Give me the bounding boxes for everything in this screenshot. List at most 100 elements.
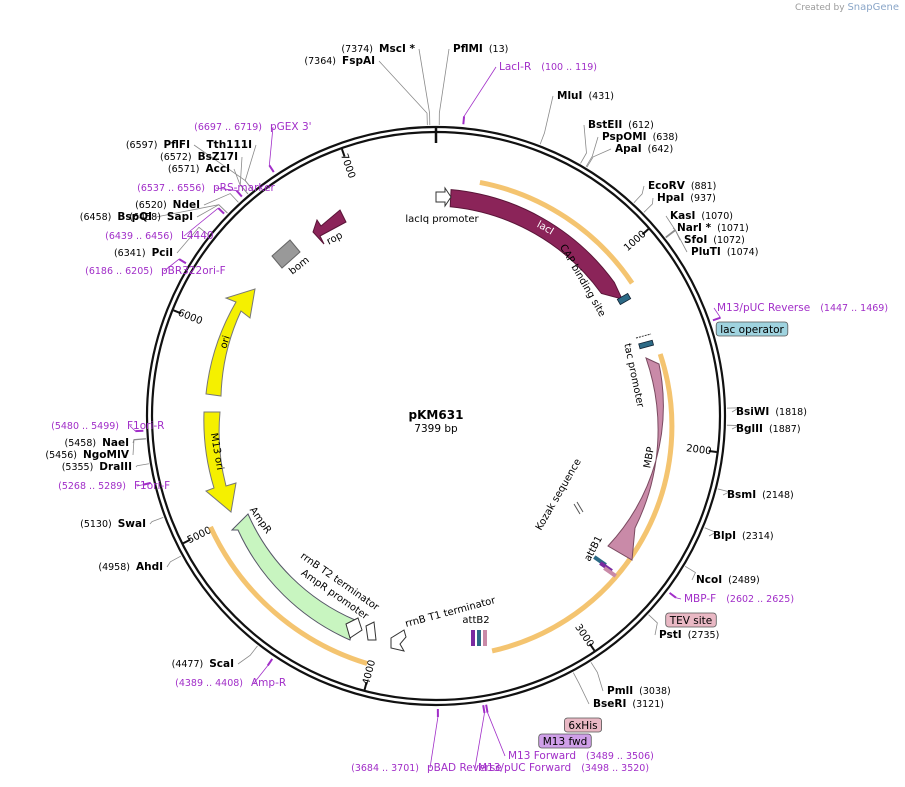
site-name: NcoI (696, 574, 722, 586)
bom-box[interactable] (271, 239, 301, 269)
site-label[interactable]: NdeI(6520) (135, 199, 200, 211)
tac-promoter-label: tac promoter (621, 342, 645, 409)
site-label[interactable]: BsZ17I(6572) (160, 151, 238, 163)
primer-line (215, 187, 237, 191)
cap-site-box[interactable] (616, 292, 632, 306)
site-label[interactable]: NcoI(2489) (696, 574, 760, 586)
site-label[interactable]: DraIII(5355) (62, 461, 132, 473)
plasmid-length: 7399 bp (414, 423, 458, 435)
site-label[interactable]: HpaI(937) (657, 192, 716, 204)
mbp-arrow[interactable] (607, 357, 664, 561)
boxed-feature-label[interactable]: 6xHis (564, 717, 602, 733)
boxed-feature-label[interactable]: TEV site (665, 612, 717, 628)
site-label[interactable]: BsiWI(1818) (736, 406, 807, 418)
site-name: BspQI (117, 211, 152, 223)
primer-label[interactable]: F1ori-R(5480 .. 5499) (51, 420, 164, 432)
attB2-label: attB2 (462, 615, 489, 626)
site-label[interactable]: SwaI(5130) (80, 518, 146, 530)
site-position: (638) (653, 132, 679, 143)
primer-label[interactable]: F1ori-F(5268 .. 5289) (58, 480, 170, 492)
site-label[interactable]: NarI *(1071) (677, 222, 749, 234)
site-line (585, 136, 599, 167)
site-label[interactable]: SapI(6458) (129, 211, 193, 223)
rop-label: rop (325, 230, 345, 247)
primer-label[interactable]: L4440(6439 .. 6456) (105, 230, 213, 242)
boxed-feature-bg (715, 321, 789, 337)
lacIq-promoter-arrow[interactable] (435, 186, 452, 208)
site-position: (3121) (632, 699, 664, 710)
site-label[interactable]: PflFI(6597) (126, 139, 190, 151)
site-label[interactable]: MscI *(7374) (341, 43, 415, 55)
primer-name: M13 Forward (508, 750, 576, 762)
site-label[interactable]: BglII(1887) (736, 423, 801, 435)
site-name: EcoRV (648, 180, 686, 192)
site-position: (6458) (129, 212, 161, 223)
site-label[interactable]: FspAI(7364) (304, 55, 375, 67)
site-label[interactable]: ScaI(4477) (172, 658, 234, 670)
site-label[interactable]: Tth111I (207, 139, 252, 151)
primer-label[interactable]: M13 Forward(3489 .. 3506) (508, 750, 654, 762)
site-label[interactable]: AccI(6571) (168, 163, 230, 175)
site-label[interactable]: BseRI(3121) (593, 698, 664, 710)
kozak-mark[interactable] (573, 501, 584, 515)
tac-promoter-arrow[interactable] (635, 333, 652, 339)
primer-name: M13/pUC Reverse (717, 302, 810, 314)
site-label[interactable]: EcoRV(881) (648, 180, 716, 192)
primer-label[interactable]: MBP-F(2602 .. 2625) (684, 593, 794, 605)
site-label[interactable]: NaeI(5458) (65, 437, 130, 449)
primer-label[interactable]: pBAD Reverse(3684 .. 3701) (351, 762, 502, 774)
site-name: BlpI (713, 530, 736, 542)
site-label[interactable]: BspQI(6458) (80, 211, 152, 223)
rop-arrow[interactable] (312, 209, 347, 245)
site-label[interactable]: BstEII(612) (588, 119, 654, 131)
site-label[interactable]: PciI(6341) (114, 247, 173, 259)
primer-position: (5480 .. 5499) (51, 421, 119, 432)
primer-label[interactable]: pRS-marker(6537 .. 6556) (137, 182, 275, 194)
site-label[interactable]: NgoMIV(5456) (45, 449, 129, 461)
ori-arrow[interactable] (205, 288, 256, 397)
rrnbT1-mark[interactable] (390, 629, 407, 652)
site-label[interactable]: PmlI(3038) (607, 685, 671, 697)
site-label[interactable]: BsmI(2148) (727, 489, 794, 501)
lac-operator-box[interactable] (638, 339, 655, 350)
primer-label[interactable]: pBR322ori-F(6186 .. 6205) (85, 265, 226, 277)
primer-label[interactable]: M13/pUC Reverse (1447 .. 1469) (717, 302, 888, 314)
site-label[interactable]: PstI(2735) (659, 629, 719, 641)
primer-label[interactable]: Amp-R(4389 .. 4408) (175, 677, 286, 689)
site-label[interactable]: SfoI(1072) (684, 234, 745, 246)
primer-label[interactable]: LacI-R(100 .. 119) (499, 61, 597, 73)
site-line (633, 185, 645, 203)
site-label[interactable]: ApaI(642) (615, 143, 673, 155)
boxed-feature-name: TEV site (669, 615, 713, 627)
attB2-marks[interactable] (471, 630, 487, 646)
site-label[interactable]: PluTI(1074) (691, 246, 758, 258)
credit-prefix: Created by (795, 3, 845, 13)
primer-label[interactable]: M13/pUC Forward(3498 .. 3520) (478, 762, 649, 774)
boxed-feature-label[interactable]: lac operator (715, 321, 789, 337)
site-label[interactable]: BlpI(2314) (713, 530, 774, 542)
rrnbT2-mark[interactable] (345, 617, 363, 639)
site-position: (1071) (717, 223, 749, 234)
site-label[interactable]: PspOMI(638) (602, 131, 678, 143)
boxed-feature-label[interactable]: M13 fwd (538, 733, 592, 749)
primer-label[interactable]: pGEX 3'(6697 .. 6719) (194, 121, 311, 133)
primer-line (163, 258, 180, 272)
primer-position: (2602 .. 2625) (726, 594, 794, 605)
site-line (572, 672, 590, 705)
site-name: ApaI (615, 143, 642, 155)
attB1-marks[interactable] (593, 555, 617, 578)
site-name: BsiWI (736, 406, 769, 418)
site-label[interactable]: KasI(1070) (670, 210, 733, 222)
site-name: DraIII (99, 461, 132, 473)
primer-position: (1447 .. 1469) (820, 303, 888, 314)
site-line (590, 662, 604, 692)
site-name: PluTI (691, 246, 721, 258)
site-label[interactable]: PflMI(13) (453, 43, 508, 55)
site-position: (7374) (341, 44, 373, 55)
site-label[interactable]: AhdI(4958) (98, 561, 163, 573)
site-name: PciI (152, 247, 173, 259)
ampR-promoter-mark[interactable] (365, 621, 377, 641)
m13ori-arrow[interactable] (203, 411, 237, 513)
site-label[interactable]: MluI(431) (557, 90, 614, 102)
